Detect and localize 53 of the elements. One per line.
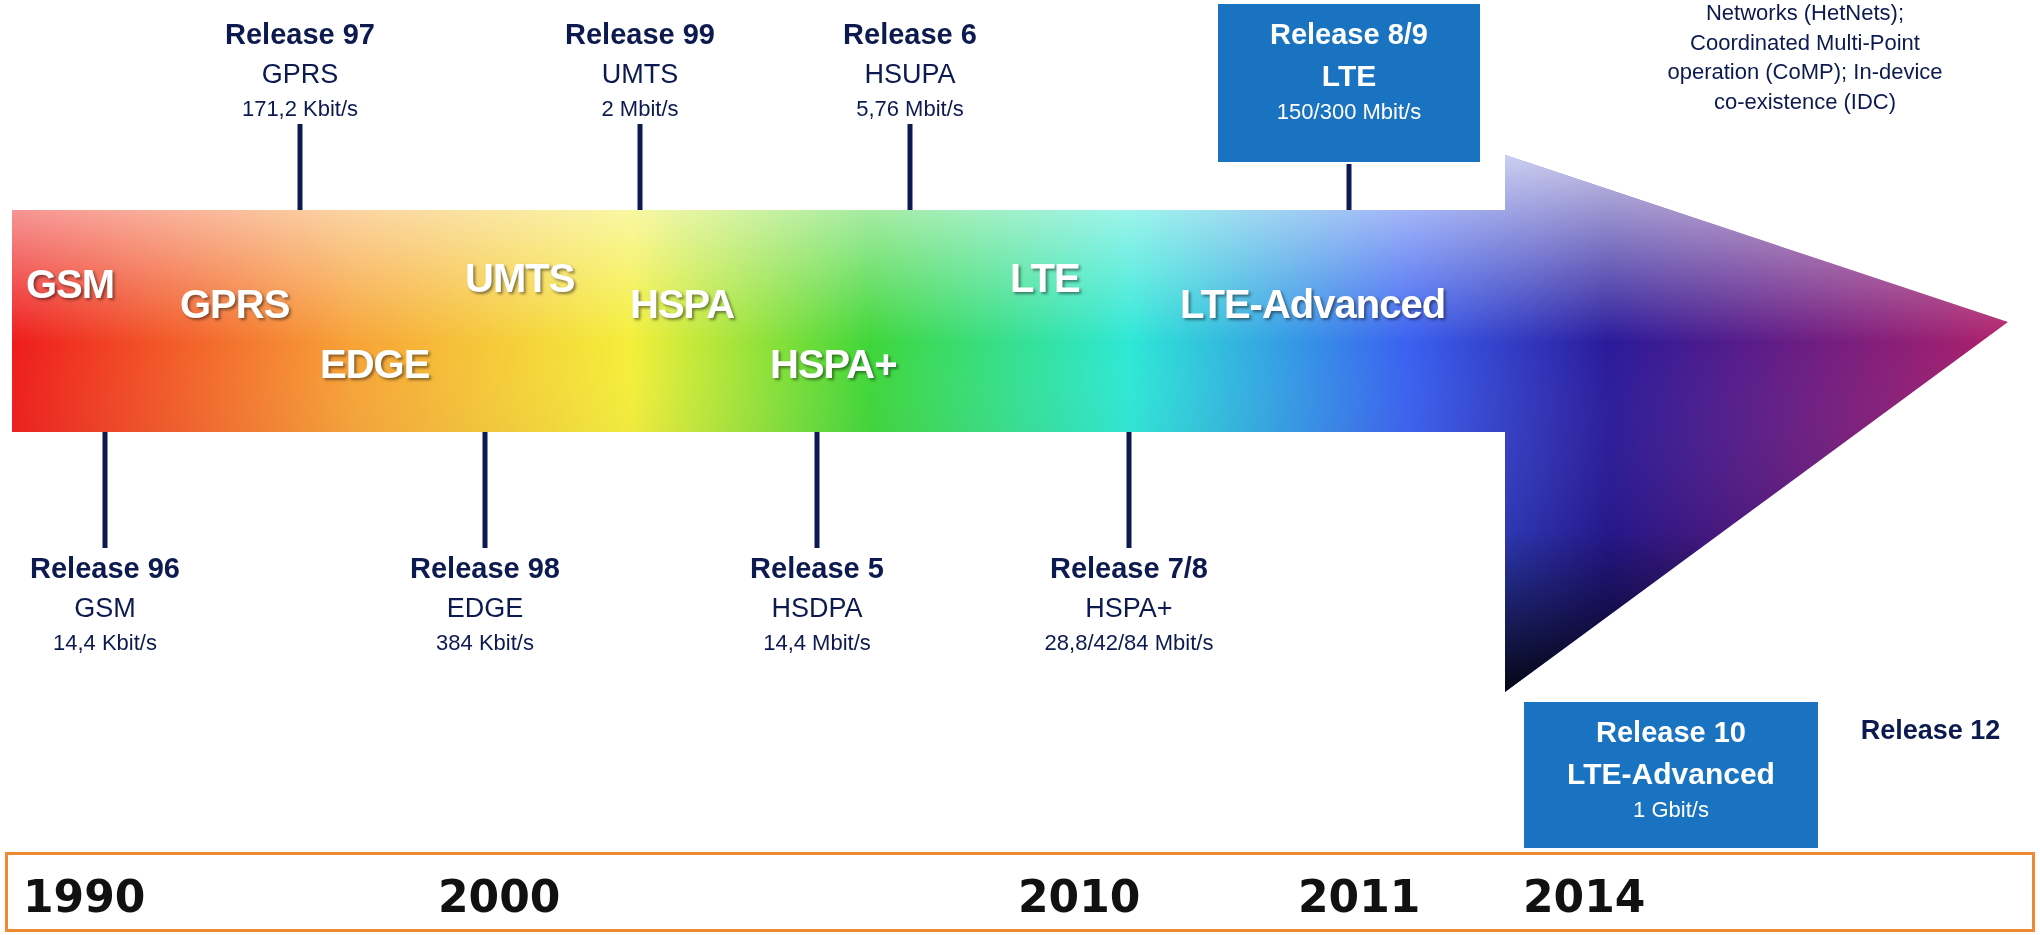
release-label: Release 8/9 xyxy=(1270,18,1428,51)
release-label: Release 99 xyxy=(565,18,715,51)
data-rate-label: 14,4 Mbit/s xyxy=(763,630,871,656)
data-rate-label: 1 Gbit/s xyxy=(1633,797,1709,823)
technology-label: HSUPA xyxy=(864,59,956,90)
release-label: Release 96 xyxy=(30,552,180,585)
technology-label: HSDPA xyxy=(771,593,863,624)
note-text: Networks (HetNets); Coordinated Multi-Point operation (CoMP); In-device co-existence (IDC) xyxy=(1666,0,1944,117)
technology-label: GSM xyxy=(74,593,136,624)
release-label: Release 5 xyxy=(750,552,884,585)
release-label: Release 97 xyxy=(225,18,375,51)
release-label: Release 10 xyxy=(1596,716,1746,749)
leader-line xyxy=(637,124,643,210)
data-rate-label: 150/300 Mbit/s xyxy=(1276,99,1422,125)
data-rate-label: 171,2 Kbit/s xyxy=(241,96,359,122)
release-label: Release 6 xyxy=(843,18,977,51)
data-rate-label: 2 Mbit/s xyxy=(601,96,679,122)
leader-line xyxy=(1126,432,1132,548)
year-label: 2000 xyxy=(438,871,561,922)
technology-label: GSM xyxy=(26,262,115,307)
leader-line xyxy=(482,432,488,548)
leader-line xyxy=(102,432,108,548)
technology-label: UMTS xyxy=(601,59,679,90)
data-rate-label: 28,8/42/84 Mbit/s xyxy=(1044,630,1214,656)
leader-line xyxy=(297,124,303,210)
release-label: Release 12 xyxy=(1859,714,2002,747)
technology-label: EDGE xyxy=(320,342,430,387)
technology-label: LTE xyxy=(1321,59,1377,93)
technology-label: EDGE xyxy=(446,593,524,624)
year-label: 1990 xyxy=(23,871,146,922)
technology-label: LTE-Advanced xyxy=(1567,757,1775,791)
year-label: 2010 xyxy=(1018,871,1141,922)
release-label: Release 98 xyxy=(410,552,560,585)
technology-label: GPRS xyxy=(261,59,339,90)
technology-label: HSPA+ xyxy=(1085,593,1173,624)
data-rate-label: 14,4 Kbit/s xyxy=(53,630,157,656)
technology-label: GPRS xyxy=(180,282,290,327)
technology-label: LTE xyxy=(1010,256,1080,301)
release-label: Release 7/8 xyxy=(1050,552,1208,585)
leader-line xyxy=(1346,164,1352,210)
release-box xyxy=(1218,4,1480,162)
technology-label: HSPA xyxy=(630,282,735,327)
technology-label: HSPA+ xyxy=(770,342,897,387)
data-rate-label: 5,76 Mbit/s xyxy=(856,96,964,122)
year-label: 2011 xyxy=(1298,871,1421,922)
technology-label: UMTS xyxy=(465,256,575,301)
leader-line xyxy=(907,124,913,210)
year-band xyxy=(5,852,2035,932)
release-box xyxy=(1524,702,1818,848)
year-label: 2014 xyxy=(1523,871,1646,922)
data-rate-label: 384 Kbit/s xyxy=(436,630,534,656)
leader-line xyxy=(814,432,820,548)
technology-label: LTE-Advanced xyxy=(1180,282,1446,327)
